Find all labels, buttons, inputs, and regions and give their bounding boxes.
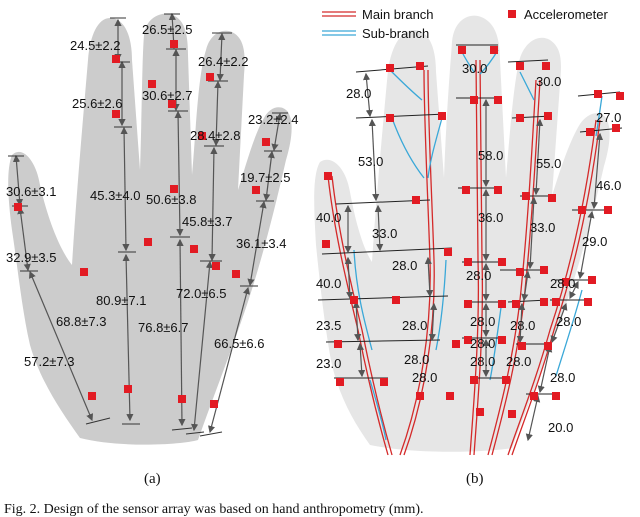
meas-a-3: 25.6±2.6 <box>72 96 123 111</box>
meas-b-8: 36.0 <box>478 210 503 225</box>
panel-a-label: (a) <box>144 471 161 487</box>
meas-b-3: 27.0 <box>596 110 621 125</box>
meas-a-16: 68.8±7.3 <box>56 314 107 329</box>
meas-b-10: 33.0 <box>372 226 397 241</box>
meas-b-16: 40.0 <box>316 276 341 291</box>
meas-b-28: 28.0 <box>412 370 437 385</box>
legend-accelerometer: Accelerometer <box>508 7 608 22</box>
meas-b-23: 28.0 <box>470 336 495 351</box>
meas-b-18: 28.0 <box>470 314 495 329</box>
measurement-labels-a: 24.5±2.2 26.5±2.5 26.4±2.2 25.6±2.6 30.6… <box>6 22 299 369</box>
meas-a-19: 57.2±7.3 <box>24 354 75 369</box>
meas-a-15: 72.0±6.5 <box>176 286 227 301</box>
meas-b-0: 30.0 <box>462 61 487 76</box>
meas-b-5: 53.0 <box>358 154 383 169</box>
meas-a-18: 66.5±6.6 <box>214 336 265 351</box>
meas-a-13: 32.9±3.5 <box>6 250 57 265</box>
meas-b-21: 28.0 <box>556 314 581 329</box>
legend-main-branch: Main branch <box>322 7 434 22</box>
meas-a-0: 24.5±2.2 <box>70 38 121 53</box>
meas-a-5: 23.2±2.4 <box>248 112 299 127</box>
meas-b-13: 28.0 <box>392 258 417 273</box>
meas-a-11: 45.8±3.7 <box>182 214 233 229</box>
meas-a-7: 19.7±2.5 <box>240 170 291 185</box>
meas-b-12: 29.0 <box>582 234 607 249</box>
figure-caption: Fig. 2. Design of the sensor array was b… <box>4 502 424 517</box>
meas-b-2: 28.0 <box>346 86 371 101</box>
meas-b-25: 23.0 <box>316 356 341 371</box>
meas-b-29: 20.0 <box>548 420 573 435</box>
tick-marks-a <box>8 13 288 437</box>
meas-b-4: 58.0 <box>478 148 503 163</box>
meas-b-24: 28.0 <box>470 354 495 369</box>
meas-a-8: 30.6±3.1 <box>6 184 57 199</box>
panel-b-label: (b) <box>466 471 484 487</box>
meas-b-15: 28.0 <box>550 276 575 291</box>
meas-b-1: 30.0 <box>536 74 561 89</box>
meas-a-17: 76.8±6.7 <box>138 320 189 335</box>
panel-a: 24.5±2.2 26.5±2.5 26.4±2.2 25.6±2.6 30.6… <box>6 12 299 487</box>
meas-b-22: 28.0 <box>404 352 429 367</box>
meas-a-14: 80.9±7.1 <box>96 293 147 308</box>
accelerometers-b <box>322 46 624 418</box>
meas-b-7: 46.0 <box>596 178 621 193</box>
dimension-arrows-b <box>344 72 604 442</box>
meas-b-19: 28.0 <box>510 318 535 333</box>
meas-a-1: 26.5±2.5 <box>142 22 193 37</box>
meas-b-6: 55.0 <box>536 156 561 171</box>
dimension-arrows-a <box>12 12 283 434</box>
measurement-labels-b: 30.0 30.0 28.0 27.0 58.0 53.0 55.0 46.0 … <box>316 61 621 435</box>
legend-sub-branch: Sub-branch <box>322 26 429 41</box>
meas-a-2: 26.4±2.2 <box>198 54 249 69</box>
meas-b-14: 28.0 <box>466 268 491 283</box>
legend-accelerometer-label: Accelerometer <box>524 7 608 22</box>
meas-b-17: 28.0 <box>402 318 427 333</box>
meas-a-4: 30.6±2.7 <box>142 88 193 103</box>
meas-b-9: 40.0 <box>316 210 341 225</box>
hand-silhouette-b <box>314 15 610 452</box>
meas-b-26: 28.0 <box>506 354 531 369</box>
panel-b: 30.0 30.0 28.0 27.0 58.0 53.0 55.0 46.0 … <box>314 7 624 487</box>
hand-silhouette-a <box>8 13 292 445</box>
legend: Main branch Sub-branch Accelerometer <box>322 7 608 41</box>
meas-b-20: 23.5 <box>316 318 341 333</box>
meas-a-9: 45.3±4.0 <box>90 188 141 203</box>
meas-a-10: 50.6±3.8 <box>146 192 197 207</box>
meas-a-6: 28.4±2.8 <box>190 128 241 143</box>
accelerometers-a <box>14 40 270 408</box>
meas-b-11: 33.0 <box>530 220 555 235</box>
meas-b-27: 28.0 <box>550 370 575 385</box>
meas-a-12: 36.1±3.4 <box>236 236 287 251</box>
legend-sub-branch-label: Sub-branch <box>362 26 429 41</box>
legend-main-branch-label: Main branch <box>362 7 434 22</box>
